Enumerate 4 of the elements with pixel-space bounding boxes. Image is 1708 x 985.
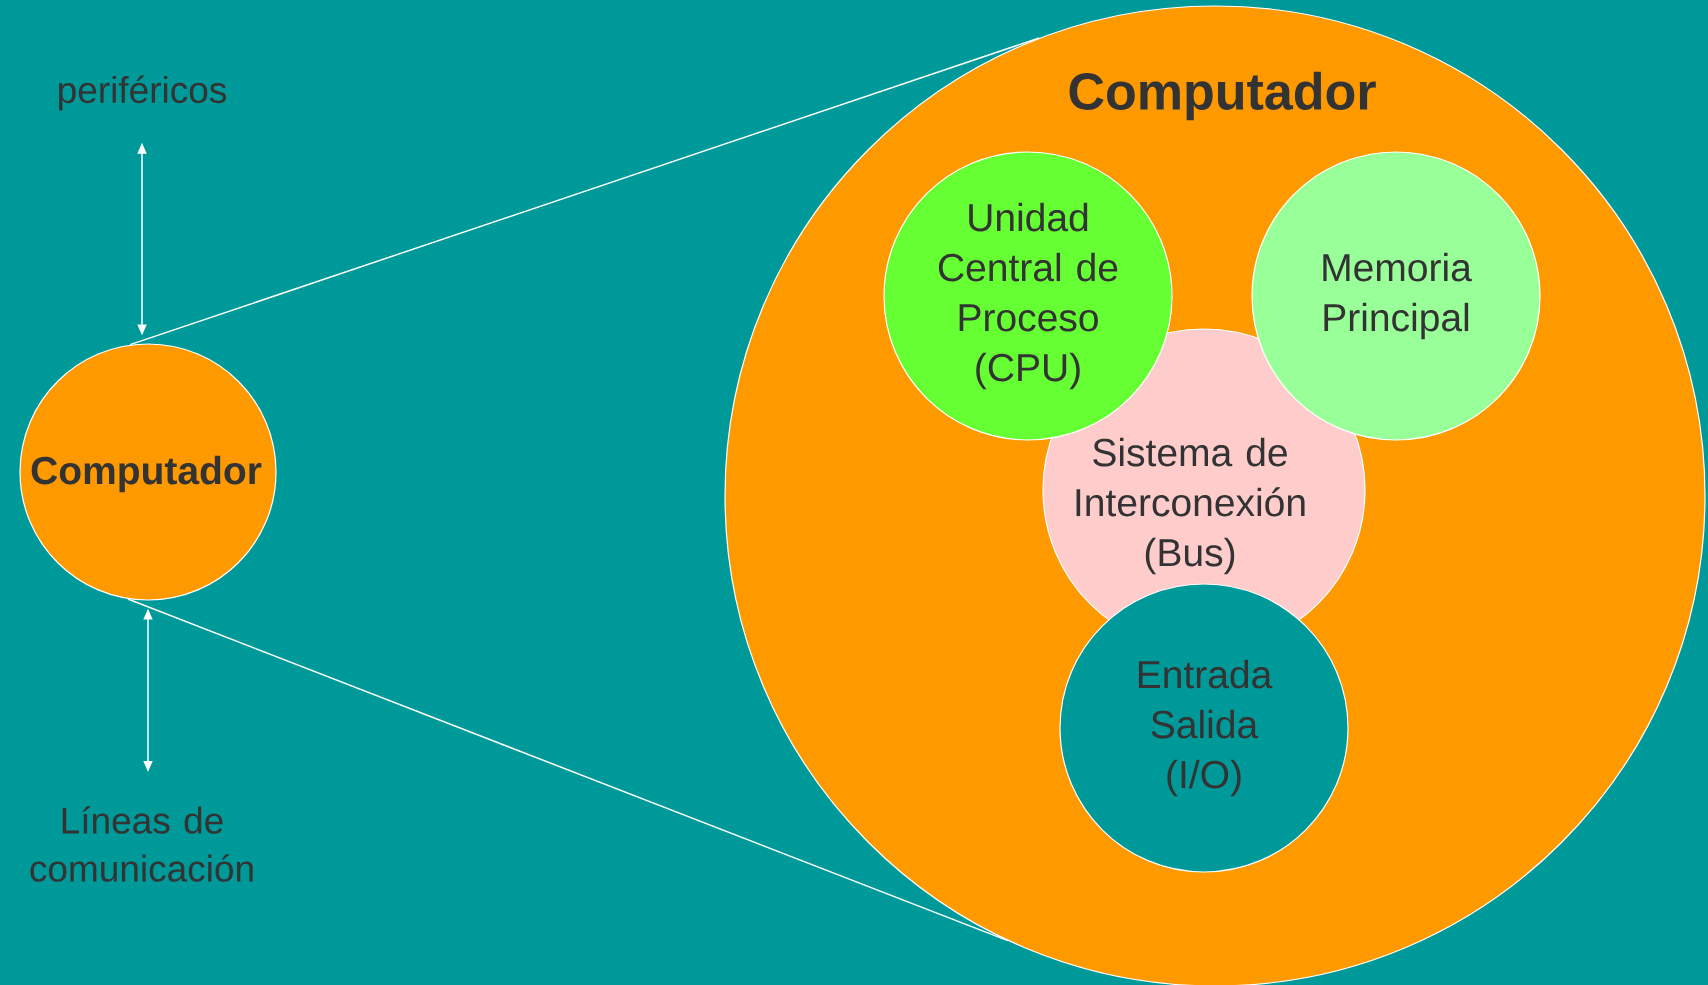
label-text: Líneas de comunicación [30, 806, 253, 882]
label-text: periféricos [59, 75, 226, 111]
zoom-line [129, 37, 1040, 346]
zoom-line [127, 598, 1009, 942]
